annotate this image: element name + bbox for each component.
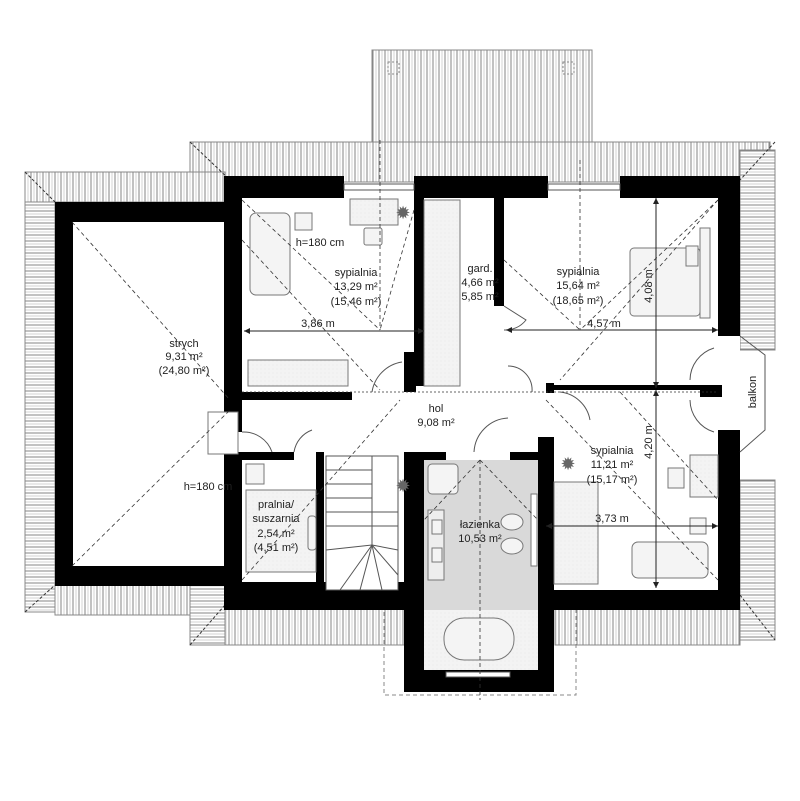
- dim-width-sypialnia-ne: 4,57 m: [587, 318, 621, 330]
- room-area-total-sypialnia-se: (15,17 m²): [587, 474, 638, 486]
- room-area-strych: 9,31 m²: [165, 351, 203, 363]
- staircase: [325, 455, 399, 591]
- room-name-sypialnia-nw: sypialnia: [335, 267, 379, 279]
- height-note-sypialnia-nw: h=180 cm: [296, 237, 345, 249]
- shower: [427, 463, 459, 495]
- bidet: [500, 537, 524, 555]
- dim-width-sypialnia-se: 3,73 m: [595, 513, 629, 525]
- plant-icons: ✹ ✹ ✹: [395, 203, 575, 496]
- bathtub-se: [631, 541, 709, 579]
- dim-depth-sypialnia-ne: 4,08 m: [643, 269, 655, 303]
- bathtub-lazienka: [443, 617, 515, 661]
- roof-left-strip: [24, 171, 56, 613]
- room-area-lazienka: 10,53 m²: [458, 533, 502, 545]
- room-area-total-sypialnia-ne: (18,65 m²): [553, 295, 604, 307]
- room-area-gard: 4,66 m²: [461, 277, 499, 289]
- height-note-strych: h=180 cm: [184, 481, 233, 493]
- walls: [55, 176, 740, 692]
- room-name-pralnia-2: suszarnia: [252, 513, 300, 525]
- room-area-pralnia: 2,54 m²: [257, 528, 295, 540]
- room-area-total-gard: 5,85 m²: [461, 291, 499, 303]
- wardrobe-gard: [423, 199, 461, 387]
- room-name-sypialnia-se: sypialnia: [591, 445, 635, 457]
- roof-bottom-right: [554, 604, 741, 646]
- roof-right-lower: [739, 479, 776, 641]
- doors: [241, 305, 766, 453]
- room-name-balkon: balkon: [747, 376, 759, 408]
- room-area-sypialnia-ne: 15,64 m²: [556, 280, 600, 292]
- room-area-sypialnia-se: 11,21 m²: [591, 459, 634, 471]
- plant-icon: ✹: [395, 476, 410, 496]
- dim-width-sypialnia-nw: 3,86 m: [301, 318, 335, 330]
- roof-right-upper: [739, 149, 776, 351]
- plant-icon: ✹: [395, 203, 410, 223]
- toilet: [500, 513, 524, 531]
- wardrobe-se: [553, 481, 599, 585]
- room-area-sypialnia-nw: 13,29 m²: [334, 281, 378, 293]
- chair: [363, 227, 383, 246]
- wardrobe-nw: [247, 359, 349, 387]
- room-name-hol: hol: [429, 403, 444, 415]
- roof-dormer-top: [371, 49, 593, 143]
- roof: [24, 49, 776, 696]
- fixtures: [207, 198, 719, 661]
- room-name-strych: strych: [169, 338, 198, 350]
- roof-bottom-mid: [224, 604, 406, 646]
- dim-depth-sypialnia-se: 4,20 m: [643, 425, 655, 459]
- room-area-hol: 9,08 m²: [417, 417, 455, 429]
- room-name-gard: gard.: [467, 263, 492, 275]
- room-area-total-strych: (24,80 m²): [159, 365, 210, 377]
- room-name-lazienka: łazienka: [460, 519, 501, 531]
- bathtub-nw: [249, 212, 291, 296]
- room-area-total-pralnia: (4,51 m²): [254, 542, 299, 554]
- plant-icon: ✹: [560, 454, 575, 474]
- room-name-sypialnia-ne: sypialnia: [557, 266, 601, 278]
- washer: [245, 463, 265, 485]
- room-area-total-sypialnia-nw: (15,46 m²): [331, 296, 382, 308]
- room-name-pralnia-1: pralnia/: [258, 499, 295, 511]
- desk: [349, 198, 399, 226]
- room-labels: strych 9,31 m² (24,80 m²) h=180 cm h=180…: [159, 237, 759, 554]
